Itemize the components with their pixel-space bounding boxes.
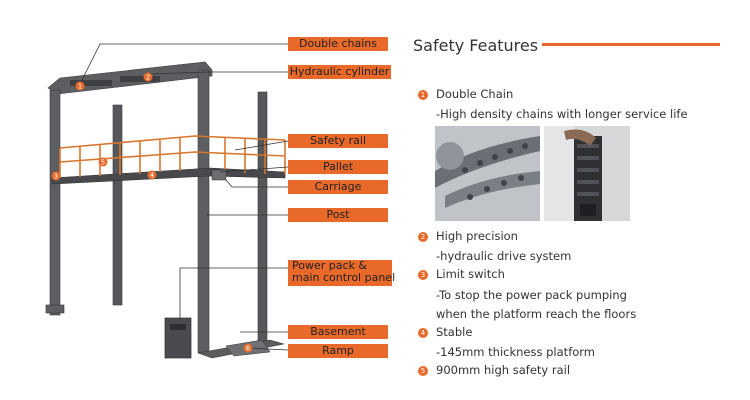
feature-1-number: 1 <box>418 90 428 100</box>
feature-3-line-2: when the platform reach the floors <box>436 307 637 321</box>
title-rule <box>542 43 720 46</box>
label-carriage: Carriage <box>288 180 388 194</box>
front-post-right <box>197 69 210 354</box>
label-ramp: Ramp <box>288 344 388 358</box>
feature-4-line-1: -145mm thickness platform <box>436 345 596 359</box>
label-power-pack-line2: main control panel <box>292 271 396 284</box>
marker-4 <box>147 170 157 180</box>
svg-text:1: 1 <box>78 83 82 91</box>
chain-photo-2 <box>544 126 630 221</box>
feature-2-title: High precision <box>436 229 518 243</box>
hydraulic-cylinder-detail <box>120 76 160 82</box>
marker-5 <box>98 157 108 167</box>
label-safety-rail: Safety rail <box>288 134 388 148</box>
rear-post-right <box>257 91 268 343</box>
marker-6 <box>243 343 253 353</box>
leader-lines <box>79 43 289 351</box>
power-pack-drawing <box>164 317 192 359</box>
label-double-chains: Double chains <box>288 37 388 51</box>
front-post-left <box>49 89 61 316</box>
feature-3-line-1: -To stop the power pack pumping <box>436 288 627 302</box>
label-hydraulic-cylinder: Hydraulic cylinder <box>288 65 391 79</box>
marker-1 <box>75 81 85 91</box>
svg-text:6: 6 <box>246 345 251 353</box>
feature-2-number: 2 <box>418 232 428 242</box>
rear-post-left <box>112 104 123 306</box>
label-basement: Basement <box>288 325 388 339</box>
feature-1-line-1: -High density chains with longer service… <box>436 107 688 121</box>
svg-text:2: 2 <box>146 74 150 82</box>
svg-text:4: 4 <box>150 172 155 180</box>
feature-5-title: 900mm high safety rail <box>436 363 571 377</box>
marker-2 <box>143 72 153 82</box>
carriage-drawing <box>211 169 227 181</box>
features-title: Safety Features <box>413 36 539 55</box>
marker-3 <box>51 171 61 181</box>
feature-4-title: Stable <box>436 325 473 339</box>
lift-diagram: 1 2 3 4 5 6 Double chains Hydraulic cyli… <box>45 37 396 359</box>
feature-4-number: 4 <box>418 328 428 338</box>
svg-text:3: 3 <box>54 173 58 181</box>
label-power-pack: Power pack & main control panel <box>288 259 396 286</box>
feature-1-title: Double Chain <box>436 87 514 101</box>
feature-5-number: 5 <box>418 366 428 376</box>
lift-structure-drawing: 1 2 3 4 5 6 <box>45 43 289 359</box>
feature-2-line-1: -hydraulic drive system <box>436 249 572 263</box>
label-pallet: Pallet <box>288 160 388 174</box>
double-chains-detail <box>70 80 112 86</box>
foot-left <box>45 304 65 314</box>
feature-3-title: Limit switch <box>436 267 505 281</box>
label-power-pack-line1: Power pack & <box>292 259 367 272</box>
safety-features-panel: Safety Features 1 Double Chain -High den… <box>410 0 750 400</box>
feature-3-number: 3 <box>418 270 428 280</box>
svg-text:5: 5 <box>101 159 105 167</box>
chain-photo-1 <box>435 126 540 221</box>
label-post: Post <box>288 208 388 222</box>
pallet-platform <box>51 167 286 185</box>
